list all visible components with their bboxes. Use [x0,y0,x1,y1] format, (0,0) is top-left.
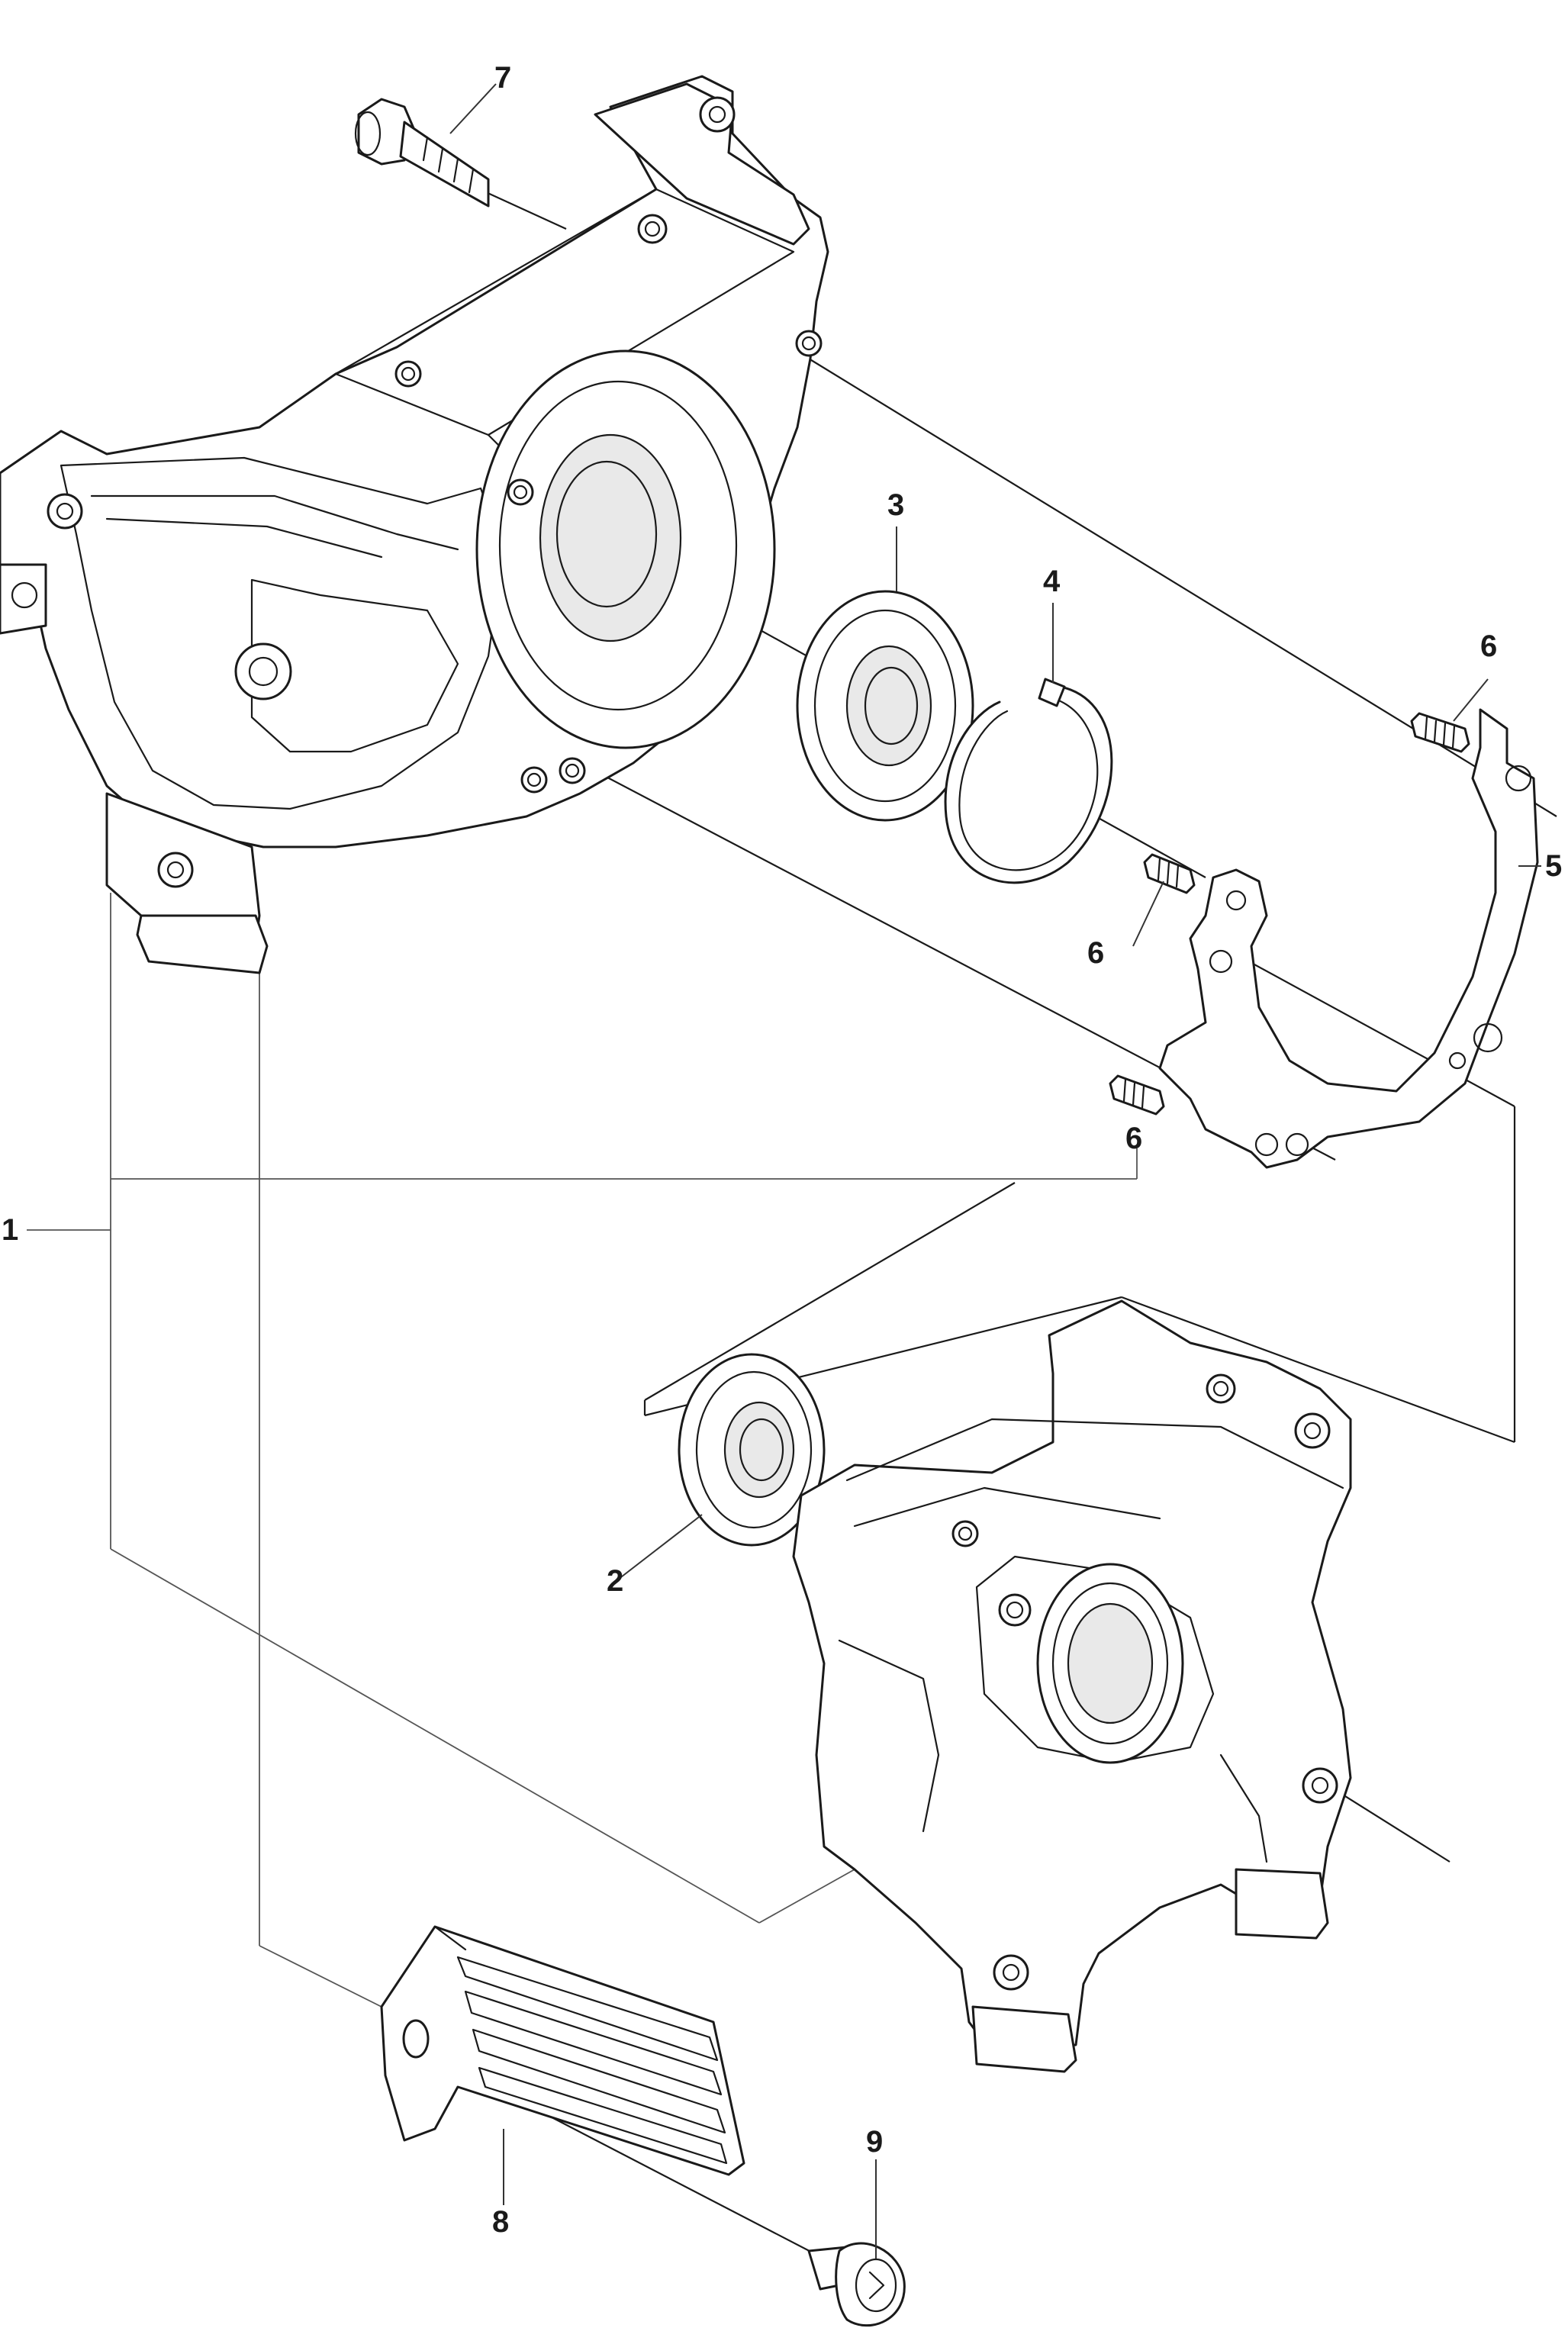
dowel-pin-upper [1410,712,1470,753]
callout-7: 7 [494,61,511,95]
crankcase-half-lower [792,1299,1352,2073]
item-1-bracket [27,893,1138,2008]
callout-6-lower: 6 [1125,1122,1142,1155]
callout-5: 5 [1545,849,1562,883]
callout-4: 4 [1043,565,1061,598]
callout-1: 1 [2,1213,18,1247]
dowel-pin-lower [1109,1074,1165,1116]
callout-2: 2 [607,1564,623,1598]
callout-labels: 1 2 3 4 5 6 6 6 7 8 9 [2,61,1562,2239]
screw-item-7 [354,98,490,208]
callout-6-upper: 6 [1480,629,1497,663]
callout-3: 3 [887,488,904,522]
callout-9: 9 [866,2125,883,2159]
dowel-pin-middle [1143,853,1196,894]
heat-shield-item-8 [380,1925,745,2176]
leader-lines [449,83,1541,2259]
gasket-item-5 [1158,708,1539,1169]
bearing-item-2 [678,1353,826,1547]
callout-6-middle: 6 [1087,936,1104,970]
screw-item-9 [807,2242,906,2327]
callout-8: 8 [492,2205,509,2239]
crankcase-half-upper [0,75,829,974]
bearing-item-3 [796,590,974,822]
circlip-item-4 [944,678,1113,884]
